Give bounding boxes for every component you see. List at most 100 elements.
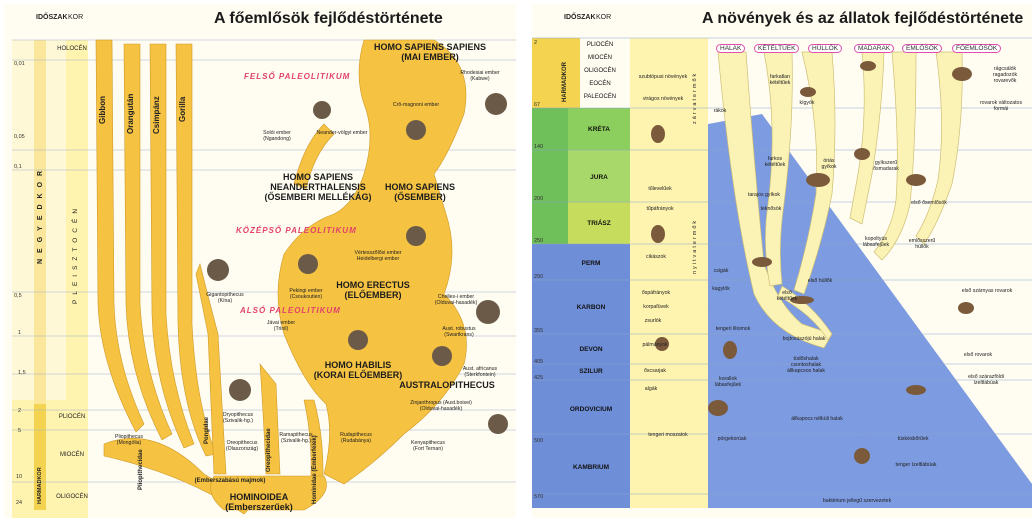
animal-kagylok: kagylók [712,286,730,292]
right-era-harmadkor: HARMADKOR [562,62,568,102]
plant-palmanyok: pálmányok [642,342,668,348]
left-header-idoszak: IDŐSZAK [36,14,68,21]
animal-elso-rovarok: első rovarok [963,352,993,358]
epoch-oligocen-r: OLIGOCÉN [584,68,616,74]
label-dryopithecus: Dryopithecus (Szivalik-hg.) [222,412,254,424]
band-kreta [568,108,630,150]
label-pliopithecus: Pliopithecus (Mongólia) [115,434,143,446]
right-age-tick: 200 [534,196,544,202]
animal-tree [717,51,963,349]
animal-farkatlan: farkatlan kétéltűek [769,74,791,86]
animal-tengeri-liliomok: tengeri liliomok [715,326,751,332]
category-hullok: HÜLLŐK [808,44,843,53]
category-madarak: MADARAK [854,44,895,53]
plant-ospafranyok: őspáfrányok [641,290,671,296]
animal-elso-osemlosok: első ősemlősök [911,200,947,206]
plant-column-nyitvatermok: nyitvatermők [692,218,698,274]
taxon-sapiens: HOMO SAPIENS (ŐSEMBER) [384,182,455,202]
plant-column-zarvatermok: zárvatermők [692,71,698,124]
animal-bojtosuszo: bojtosúszójú halak [782,336,826,342]
skull-icons [207,93,508,434]
epoch-miocen: MIOCÉN [60,452,84,458]
period-kambrium: KAMBRIUM [572,464,610,471]
paleolithic-middle: KÖZÉPSŐ PALEOLITIKUM [236,226,357,235]
right-age-tick: 140 [534,144,544,150]
primate-tree-graphic [12,39,516,518]
family-pliopithecidae: Pliopithecidae [138,449,144,490]
paleolithic-lower: ALSÓ PALEOLITIKUM [240,306,341,315]
animal-rakok: rákok [713,108,727,114]
age-tick: 0,05 [14,134,25,140]
epoch-pliocen: PLIOCÉN [58,414,86,420]
animal-tarajos: tarajos gyíkok [747,192,780,198]
plant-tupafranyok: tűpáfrányok [646,206,674,212]
label-rudapithecus: Rudapithecus (Rudabánya) [340,432,372,444]
age-tick: 24 [16,500,23,506]
category-halak: HALAK [716,44,746,53]
period-pleisztocen: PLEISZTOCÉN [72,203,79,304]
age-tick: 10 [16,474,23,480]
family-emberszabasu: (Emberszabású majmok) [194,478,266,484]
taxon-neanderthalensis: HOMO SAPIENS NEANDERTHALENSIS (ŐSEMBERI … [264,172,372,202]
plant-animal-evolution-panel: A növények és az állatok fejlődéstörténe… [532,4,1032,518]
period-perm: PERM [581,260,601,267]
epoch-oligocen: OLIGOCÉN [56,494,88,500]
label-robustus: Aust. robustus (Swartkrans) [442,326,476,338]
label-neander: Neander-völgyi ember [316,130,368,136]
right-age-tick: 67 [534,102,541,108]
plant-algak: algák [644,386,658,392]
taxon-erectus: HOMO ERECTUS (ELŐEMBER) [336,280,410,300]
animal-csigak: csigák [713,268,729,274]
age-tick: 1 [18,330,22,336]
right-age-tick: 405 [534,359,544,365]
animal-teknosok: teknősök [760,206,782,212]
right-age-tick: 355 [534,328,544,334]
pleistocene-column [66,40,88,400]
period-jura: JURA [590,174,608,181]
plant-tulevelu: tűlevelűek [648,186,672,192]
animal-elso-szarazfoldi: első szárazföldi ízeltlábúak [968,374,1004,386]
animal-icons [651,61,974,464]
animal-orias: óriás gyíkok [821,158,837,170]
epoch-miocen-r: MIOCÉN [588,55,612,61]
animal-farkos: farkos kétéltűek [764,156,786,168]
superfamily-hominoidea: HOMINOIDEA (Emberszerűek) [225,492,293,512]
band-cenozoic [532,38,580,108]
ape-label-orangutan: Orangután [126,93,135,134]
right-header-idoszak: IDŐSZAK [564,14,596,21]
hominid-blob [277,39,467,485]
category-keteltuek: KÉTÉLTŰEK [754,44,800,53]
sea-region-2 [708,304,952,508]
animal-korallok: korallok lábasfejűek [714,376,742,388]
animal-allkapocs: állkapocs nélküli halak [791,416,843,422]
label-peking: Pekingi ember (Csoukoutien) [289,288,323,300]
taxon-sapiens-sapiens: HOMO SAPIENS SAPIENS (MAI EMBER) [373,42,487,62]
band-palaeozoic [532,244,630,508]
label-oreopithecus: Oreopithecus (Olaszország) [225,440,259,452]
label-cromagnon: Crô-magnoni ember [392,102,440,108]
label-chelles: Chelles-i ember (Olduvai-hasadék) [434,294,478,306]
label-solo: Solói ember (Ngandong) [263,130,291,142]
period-szilur: SZILUR [579,368,603,375]
band-jura [568,150,630,202]
age-tick: 1,5 [18,370,26,376]
tertiary-band [12,400,88,518]
left-title: A főemlősök fejlődéstörténete [214,10,443,27]
animal-kigyok: kígyók [799,100,815,106]
period-karbon: KARBON [576,304,606,311]
label-java: Jávai ember (Trinil) [266,320,296,332]
animal-tuskesborok: tüskésbőrűek [897,436,929,442]
animal-elso-szarnyas: első szárnyas rovarok [961,288,1013,294]
band-triasz [568,202,630,244]
animal-tengeri-izeltlabuak: tenger ízeltlábúak [895,462,937,468]
label-zinjanthropus: Zinjanthropus (Aust.boisei) (Olduvai-has… [410,400,472,412]
animal-tudoshalak: tüdőshalak csontoshalak állkapcsos halak [786,356,826,374]
age-tick: 0,01 [14,61,25,67]
plant-szubtropusi: szubtópusi növények [638,74,688,80]
period-devon: DEVON [579,346,603,353]
label-gigantopithecus: Gigantopithecus (Kína) [206,292,244,304]
animal-elso-keteltuek: első kétéltűek [776,290,798,302]
age-tick: 5 [18,428,22,434]
age-tick: 0,5 [14,293,22,299]
category-emlosok: EMLŐSÖK [902,44,943,53]
